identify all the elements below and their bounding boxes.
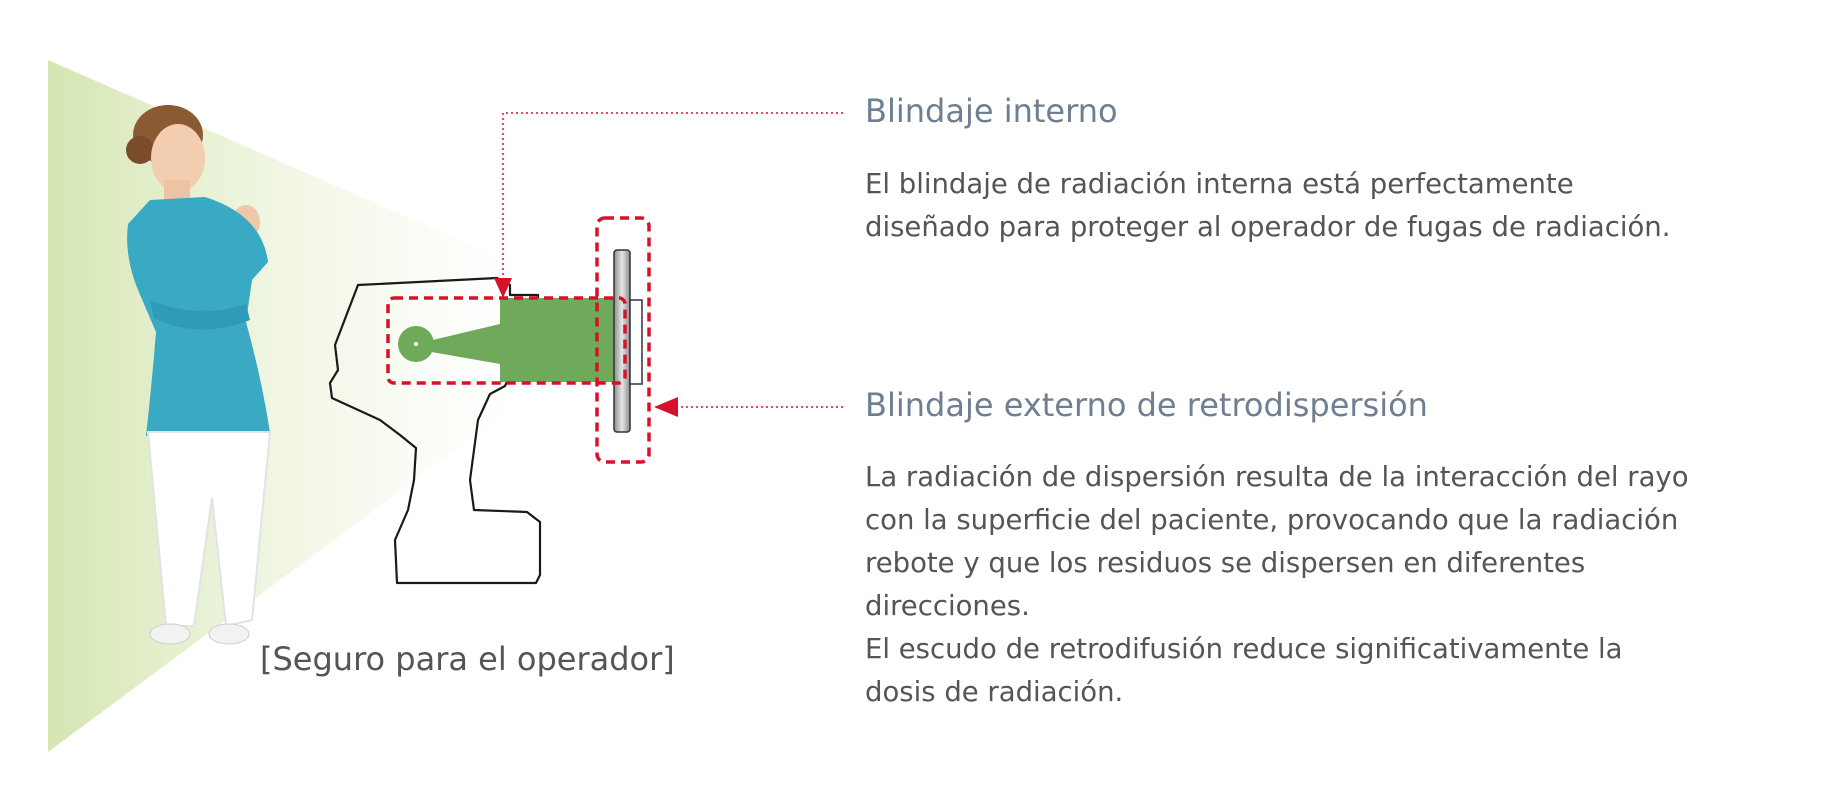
beam-block [500,298,618,382]
description-line: diseñado para proteger al operador de fu… [865,211,1671,243]
internal-shielding-leader-line [502,112,843,280]
external-shielding-title: Blindaje externo de retrodispersión [865,386,1428,424]
external-shielding-arrowhead [654,397,678,417]
backscatter-shield-plate [613,249,643,433]
internal-shielding-arrowhead [494,278,512,298]
description-line: rebote y que los residuos se dispersen e… [865,547,1586,579]
operator-safety-caption: [Seguro para el operador] [260,640,675,678]
internal-shielding-highlight-box [386,296,627,385]
beam-cone [420,324,500,364]
description-line: dosis de radiación. [865,676,1124,708]
description-line: con la superficie del paciente, provocan… [865,504,1679,536]
description-line: La radiación de dispersión resulta de la… [865,461,1689,493]
internal-shielding-title: Blindaje interno [865,92,1118,130]
description-line: direcciones. [865,590,1030,622]
external-shielding-description: La radiación de dispersión resulta de la… [865,456,1689,714]
operator-figure [126,105,272,645]
description-line: El escudo de retrodifusión reduce signif… [865,633,1623,665]
internal-shielding-description: El blindaje de radiación interna está pe… [865,163,1670,249]
external-shielding-highlight-box [595,216,651,464]
description-line: El blindaje de radiación interna está pe… [865,168,1574,200]
